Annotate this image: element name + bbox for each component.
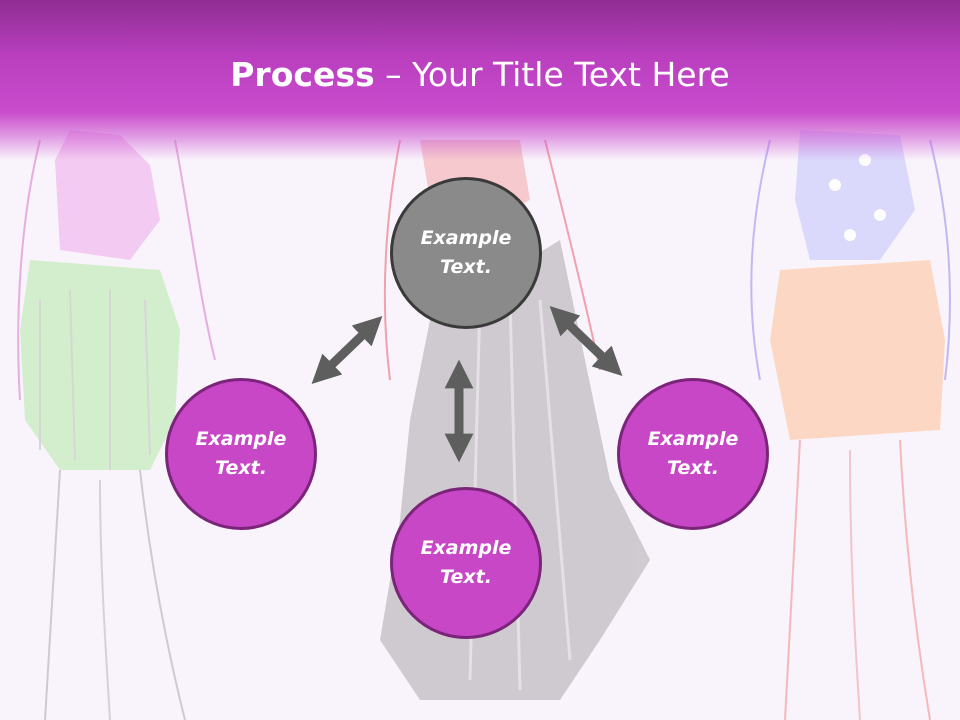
title-bar [0,0,960,160]
left-figure-sketch [17,130,216,720]
node-bottom-line1: Example [420,537,512,559]
node-top-line2: Text. [440,256,492,278]
right-figure-sketch [750,130,951,720]
arrow-left-diagonal [311,316,383,384]
node-bottom-line2: Text. [440,566,492,588]
title-rest: – Your Title Text Here [374,55,730,94]
node-right-line2: Text. [667,457,719,479]
node-top-line1: Example [420,227,512,249]
slide-title: Process – Your Title Text Here [0,52,960,98]
title-bold: Process [230,55,375,94]
arrow-right-diagonal [549,306,623,376]
node-left-line2: Text. [215,457,267,479]
node-left-line1: Example [195,428,287,450]
node-right-line1: Example [647,428,739,450]
